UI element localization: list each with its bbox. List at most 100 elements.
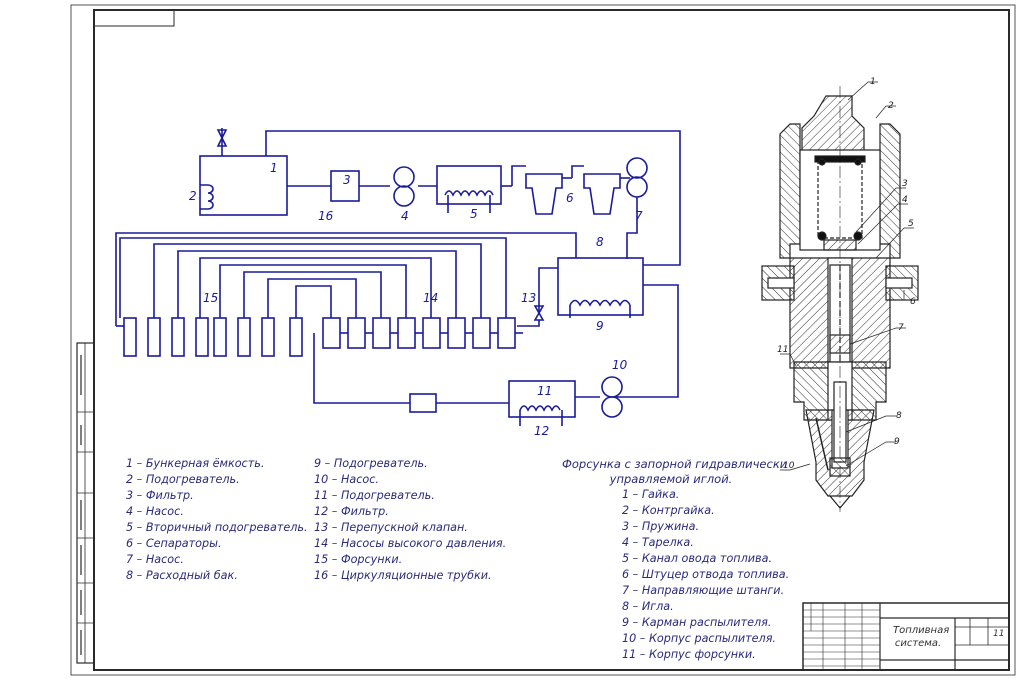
schematic-numbers: 1 2 3 4 5 6 7 8 9 10 11 12 13 14 15 16 xyxy=(189,161,643,438)
legend-item: 12 – Фильтр. xyxy=(314,505,389,518)
injector-leaders xyxy=(780,81,914,471)
legend-item: 9 – Карман распылителя. xyxy=(622,616,772,629)
heater-11-coil xyxy=(519,405,561,412)
hp-pump xyxy=(372,317,391,349)
injector xyxy=(213,317,227,357)
title-line2: система. xyxy=(894,638,942,649)
inj-label-9: 9 xyxy=(894,437,900,447)
tank-heater-coil xyxy=(200,184,214,210)
label-1: 1 xyxy=(270,161,278,175)
title-block-name: Топливная система. xyxy=(893,624,950,650)
legend-item: 11 – Подогреватель. xyxy=(314,489,435,502)
legend-item: 1 – Бункерная ёмкость. xyxy=(126,457,265,470)
legend-item: 1 – Гайка. xyxy=(622,488,680,501)
injector xyxy=(289,317,303,357)
pump-10-top xyxy=(601,376,623,398)
pump-10-bottom xyxy=(601,396,623,418)
legend-item: 16 – Циркуляционные трубки. xyxy=(314,569,492,582)
legend-item: 6 – Штуцер отвода топлива. xyxy=(622,568,790,581)
inj-label-1: 1 xyxy=(870,77,876,87)
inj-label-6: 6 xyxy=(910,297,916,307)
inj-label-10: 10 xyxy=(783,461,795,471)
pump-7-bottom xyxy=(626,176,648,198)
service-tank-8 xyxy=(557,257,644,316)
legend-right: 1 – Гайка. 2 – Контргайка. 3 – Пружина. 4 –… xyxy=(622,487,789,663)
legend-item: 15 – Форсунки. xyxy=(314,553,403,566)
legend-item: 14 – Насосы высокого давления. xyxy=(314,537,507,550)
label-2: 2 xyxy=(189,189,197,203)
label-3: 3 xyxy=(343,173,351,187)
injector xyxy=(195,317,209,357)
pump-7-top xyxy=(626,157,648,179)
injector xyxy=(261,317,275,357)
legend-item: 8 – Расходный бак. xyxy=(126,569,238,582)
label-14: 14 xyxy=(423,291,438,305)
injector xyxy=(147,317,161,357)
line-to-separators xyxy=(511,165,526,186)
label-15: 15 xyxy=(203,291,218,305)
legend-item: 4 – Тарелка. xyxy=(622,536,694,549)
injector-section xyxy=(761,86,919,512)
inj-label-4: 4 xyxy=(902,195,908,205)
heater-9-coil xyxy=(569,299,631,307)
legend-item: 8 – Игла. xyxy=(622,600,674,613)
legend-left: 1 – Бункерная ёмкость. 2 – Подогреватель.… xyxy=(126,456,308,584)
hp-pump xyxy=(397,317,416,349)
legend-item: 3 – Фильтр. xyxy=(126,489,194,502)
label-8: 8 xyxy=(596,235,604,249)
hp-pump xyxy=(447,317,466,349)
label-11: 11 xyxy=(537,384,552,398)
label-13: 13 xyxy=(521,291,536,305)
inj-label-5: 5 xyxy=(908,219,914,229)
inj-label-8: 8 xyxy=(896,411,902,421)
injector-title-line1: Форсунка с запорной гидравлически xyxy=(562,457,788,471)
injector xyxy=(237,317,251,357)
legend-mid: 9 – Подогреватель.10 – Насос.11 – Подогр… xyxy=(314,456,506,584)
injector xyxy=(123,317,137,357)
heater-5 xyxy=(436,165,502,205)
hp-pump xyxy=(472,317,491,349)
inj-label-7: 7 xyxy=(898,323,904,333)
sheet-frame xyxy=(70,4,1016,676)
sheet-number: 11 xyxy=(993,629,1005,639)
legend-item: 7 – Насос. xyxy=(126,553,184,566)
label-6: 6 xyxy=(566,191,574,205)
injector-title: Форсунка с запорной гидравлически управл… xyxy=(562,457,788,487)
hp-pump xyxy=(347,317,366,349)
title-block xyxy=(802,602,1010,671)
legend-item: 5 – Канал овода топлива. xyxy=(622,552,773,565)
separator-6b xyxy=(583,173,621,215)
hp-pump xyxy=(322,317,341,349)
label-12: 12 xyxy=(534,424,549,438)
hp-pump xyxy=(422,317,441,349)
injector xyxy=(171,317,185,357)
legend-item: 10 – Насос. xyxy=(314,473,379,486)
label-16: 16 xyxy=(318,209,334,223)
inj-label-3: 3 xyxy=(902,179,908,189)
hp-pump xyxy=(497,317,516,349)
heater-11 xyxy=(508,380,576,418)
heater-5-coil xyxy=(444,190,494,197)
pump-4-top xyxy=(393,166,415,188)
legend-item: 2 – Подогреватель. xyxy=(126,473,240,486)
filter-12 xyxy=(409,393,437,413)
legend-item: 13 – Перепускной клапан. xyxy=(314,521,468,534)
label-10: 10 xyxy=(612,358,628,372)
legend-item: 10 – Корпус распылителя. xyxy=(622,632,776,645)
legend-item: 2 – Контргайка. xyxy=(622,504,715,517)
injector-title-line2: управляемой иглой. xyxy=(609,472,733,486)
fuel-system-schematic xyxy=(115,128,681,426)
label-5: 5 xyxy=(470,207,478,221)
injector-body-upper xyxy=(779,123,901,259)
inj-label-2: 2 xyxy=(888,101,894,111)
return-line-top xyxy=(265,130,681,266)
label-7: 7 xyxy=(635,209,643,223)
title-line1: Топливная xyxy=(893,625,950,636)
legend-item: 3 – Пружина. xyxy=(622,520,700,533)
legend-item: 6 – Сепараторы. xyxy=(126,537,222,550)
legend-item: 5 – Вторичный подогреватель. xyxy=(126,521,308,534)
pump-4-bottom xyxy=(393,185,415,207)
tank-vent-valve xyxy=(216,129,228,147)
supply-manifold xyxy=(115,232,577,326)
